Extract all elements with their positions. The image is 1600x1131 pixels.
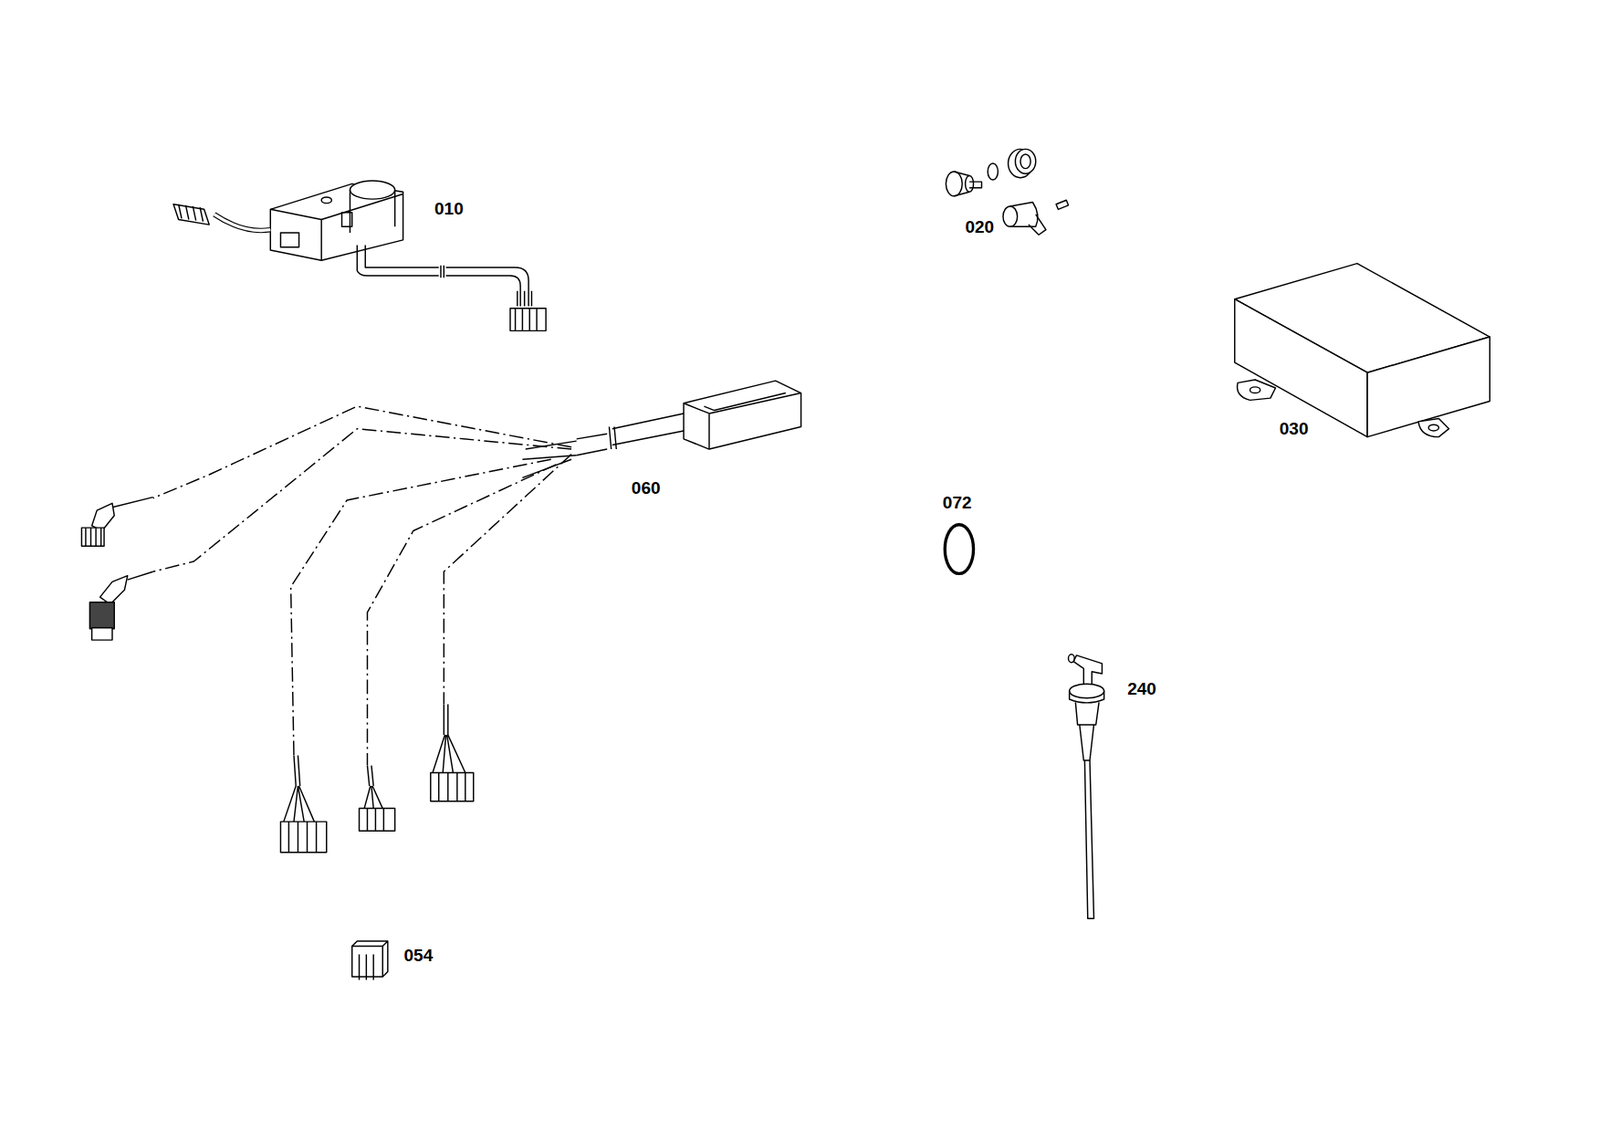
callout-number: 072 [941,492,974,513]
o-ring [944,524,973,575]
callout-number: 020 [962,217,996,237]
callout-number: 010 [432,198,466,219]
dipstick [1068,654,1105,920]
callout-number: 240 [1125,679,1159,699]
control-unit [1234,263,1490,438]
wiring-harness [81,380,801,853]
callout-number: 054 [402,945,436,965]
plug-connector [352,941,388,980]
callout-number: 030 [1277,418,1311,439]
callout-number: 060 [629,478,663,498]
sensor-assembly [173,180,546,331]
